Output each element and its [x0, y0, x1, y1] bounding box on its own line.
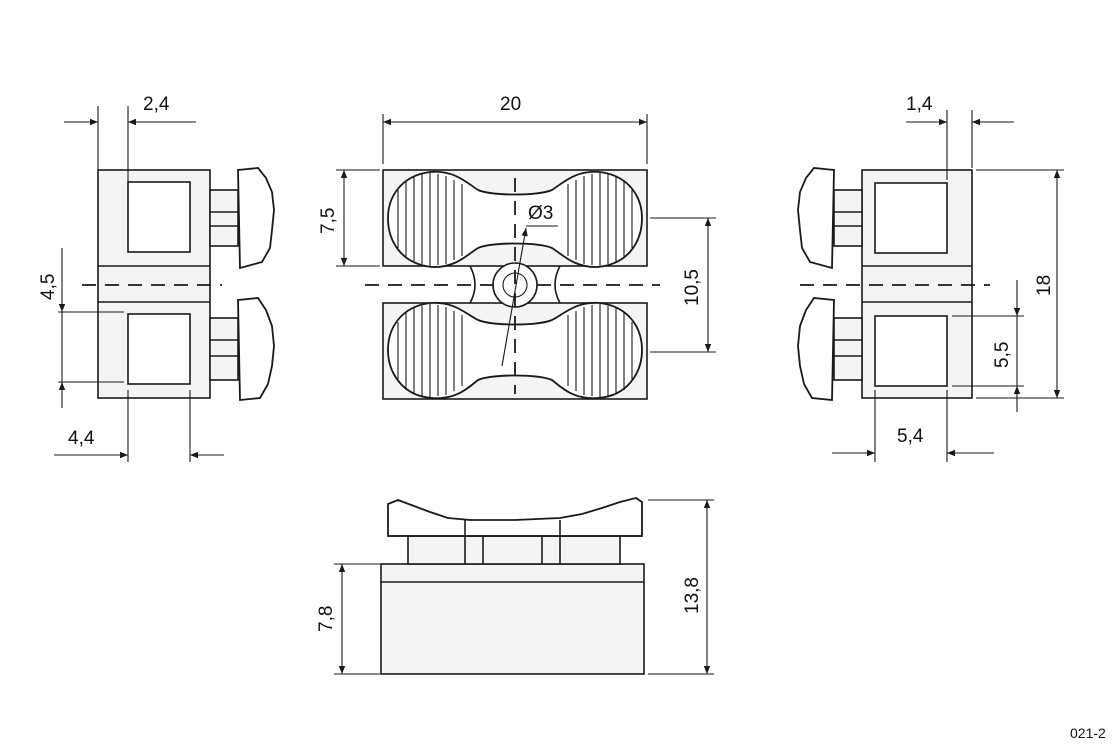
dim-bottom-7-8: 7,8 — [316, 606, 337, 632]
dim-right-5-5: 5,5 — [992, 342, 1013, 368]
dim-top-20: 20 — [500, 94, 521, 115]
top-view: 20 7,5 Ø3 10,5 — [318, 94, 716, 400]
dim-right-1-4: 1,4 — [906, 94, 933, 115]
dim-left-2-4: 2,4 — [143, 94, 170, 115]
dim-right-18: 18 — [1034, 275, 1055, 296]
right-side-view: 1,4 18 5,5 5,4 — [797, 94, 1064, 462]
dim-left-4-4: 4,4 — [68, 428, 95, 449]
dim-right-5-4: 5,4 — [897, 426, 924, 447]
dim-bottom-13-8: 13,8 — [682, 577, 703, 614]
dim-top-10-5: 10,5 — [682, 269, 703, 306]
reference-code: 021-2 — [1070, 725, 1106, 741]
front-view: 7,8 13,8 — [316, 497, 714, 675]
dim-left-4-5: 4,5 — [38, 274, 59, 300]
left-side-view: 2,4 4,5 4,4 — [38, 94, 275, 462]
dim-top-7-5: 7,5 — [318, 208, 339, 234]
dim-top-hole: Ø3 — [528, 203, 553, 224]
